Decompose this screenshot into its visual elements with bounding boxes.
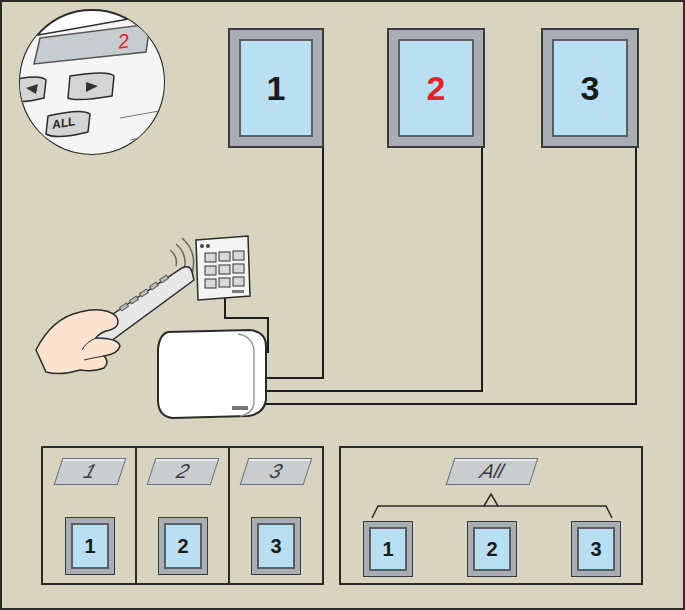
display-text: 1 bbox=[81, 460, 100, 483]
window: 1 bbox=[364, 522, 412, 576]
bottom-panels bbox=[42, 447, 642, 584]
display-screen: 3 bbox=[240, 458, 313, 485]
window: 2 bbox=[389, 30, 483, 146]
keypad bbox=[196, 236, 250, 300]
bracket bbox=[372, 506, 612, 518]
window: 1 bbox=[230, 30, 322, 146]
display-digit: 2 bbox=[116, 29, 130, 53]
window-number: 2 bbox=[427, 69, 446, 108]
remote-inset bbox=[10, 10, 180, 200]
wires bbox=[225, 146, 636, 404]
display-text: 2 bbox=[174, 460, 193, 483]
display-screen: All bbox=[446, 458, 539, 485]
display-text: 3 bbox=[267, 460, 286, 483]
display-text: All bbox=[477, 460, 507, 483]
window-number: 2 bbox=[486, 538, 497, 561]
window-number: 1 bbox=[382, 538, 393, 561]
window: 1 bbox=[66, 518, 114, 574]
bracket-tip bbox=[484, 494, 498, 506]
window: 2 bbox=[468, 522, 516, 576]
hand-remote bbox=[36, 267, 194, 374]
window-number: 1 bbox=[267, 69, 286, 108]
display-screen: 2 bbox=[147, 458, 220, 485]
panel-dividers bbox=[136, 447, 229, 584]
window-number: 3 bbox=[270, 535, 281, 558]
button-label: ALL bbox=[51, 114, 76, 132]
control-unit bbox=[158, 330, 266, 418]
window-number: 3 bbox=[590, 538, 601, 561]
window: 3 bbox=[252, 518, 300, 574]
window-number: 3 bbox=[581, 69, 600, 108]
display-screen: 1 bbox=[54, 458, 127, 485]
window: 3 bbox=[543, 30, 637, 146]
window-number: 2 bbox=[177, 535, 188, 558]
panel-grounds bbox=[43, 448, 641, 583]
window: 3 bbox=[572, 522, 620, 576]
window-number: 1 bbox=[84, 535, 95, 558]
window: 2 bbox=[159, 518, 207, 574]
